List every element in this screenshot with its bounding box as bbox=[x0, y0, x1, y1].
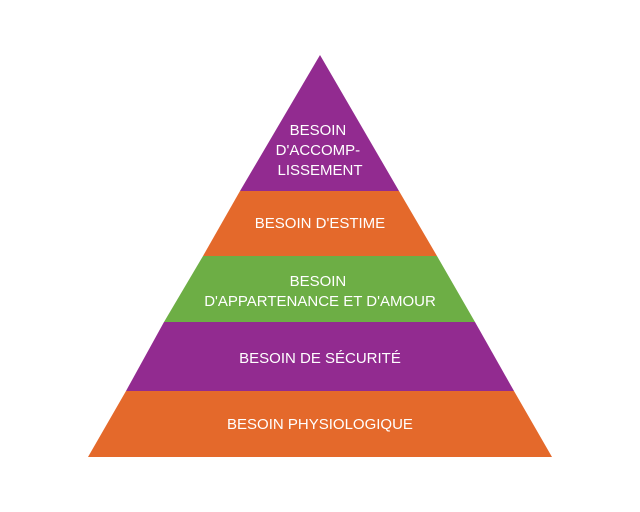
level-shape-safety bbox=[126, 322, 514, 391]
svg-text:BESOIN D'ESTIME: BESOIN D'ESTIME bbox=[255, 215, 385, 232]
pyramid-level-esteem: BESOIN D'ESTIME bbox=[203, 191, 437, 256]
level-shape-physiological bbox=[88, 391, 552, 457]
pyramid-level-belonging: BESOIN D'APPARTENANCE ET D'AMOUR bbox=[164, 256, 475, 322]
svg-text:BESOIN DE SÉCURITÉ: BESOIN DE SÉCURITÉ bbox=[239, 350, 401, 367]
pyramid-level-safety: BESOIN DE SÉCURITÉ bbox=[126, 322, 514, 391]
svg-text:BESOIN D'APPARTENANCE ET: BESOIN D'APPARTENANCE ET D'AMOUR bbox=[204, 273, 436, 310]
level-esteem-line-1: BESOIN D'ESTIME bbox=[255, 215, 385, 232]
level-belonging-line-1: BESOIN bbox=[290, 273, 347, 290]
level-shape-esteem bbox=[203, 191, 437, 256]
level-top-line-3: LISSEMENT bbox=[277, 162, 362, 179]
level-top-line-1: BESOIN bbox=[290, 122, 347, 139]
level-top-line-2: D'ACCOMP- bbox=[276, 142, 361, 159]
pyramid-level-top: BESOIN D'ACCOMP- LISSEMENT bbox=[240, 55, 399, 191]
svg-text:BESOIN D'ACCOMP- L: BESOIN D'ACCOMP- LISSEMENT bbox=[276, 122, 365, 179]
level-belonging-line-2: D'APPARTENANCE ET D'AMOUR bbox=[204, 293, 436, 310]
pyramid-level-physiological: BESOIN PHYSIOLOGIQUE bbox=[88, 391, 552, 457]
level-shape-belonging bbox=[164, 256, 475, 322]
level-physiological-line-1: BESOIN PHYSIOLOGIQUE bbox=[227, 416, 413, 433]
svg-text:BESOIN PHYSIOLOGIQUE: BESOIN PHYSIOLOGIQUE bbox=[227, 416, 413, 433]
level-shape-top bbox=[240, 55, 399, 191]
level-safety-line-1: BESOIN DE SÉCURITÉ bbox=[239, 350, 401, 367]
